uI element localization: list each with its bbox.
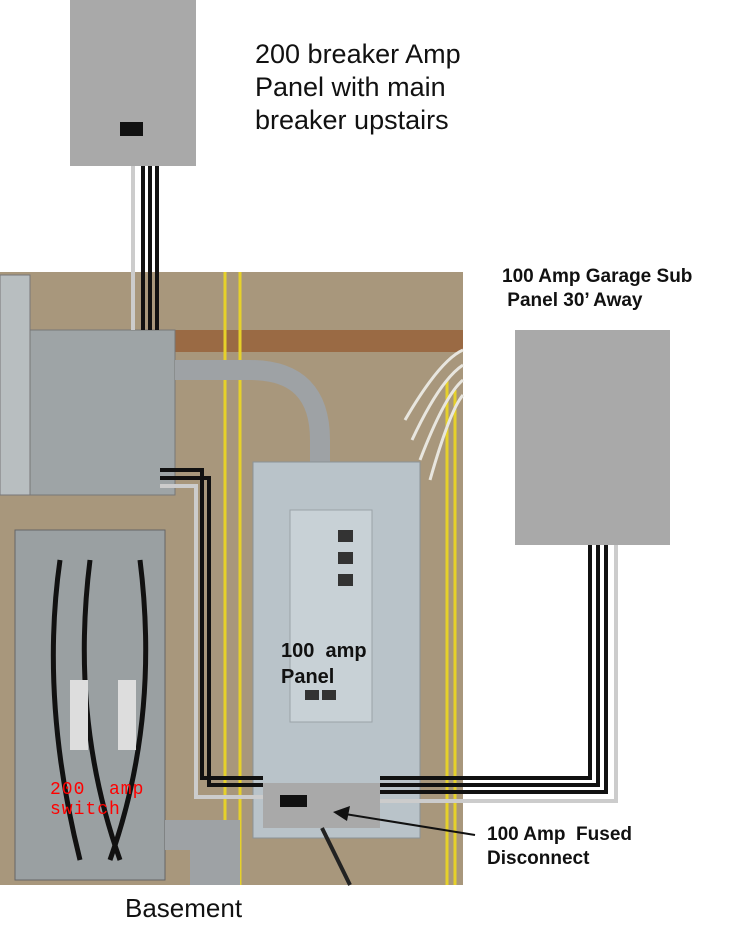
label-line: 200 amp (50, 780, 145, 800)
upstairs-panel-handle (120, 122, 143, 136)
feeder-wires-disconnect (160, 468, 263, 799)
label-line: 100 Amp Fused (487, 824, 633, 845)
label-line: Panel 30’ Away (502, 290, 643, 311)
label-line: 100 Amp Garage Sub (502, 266, 693, 287)
fuse-left (70, 680, 88, 750)
conduit (175, 360, 330, 465)
fuse-right (118, 680, 136, 750)
basement-label: Basement (125, 893, 243, 923)
feeder-wires-upstairs (131, 166, 159, 330)
disconnect-cable (320, 827, 352, 886)
panel-dead-front (289, 509, 373, 723)
label-line: 200 breaker Amp (255, 39, 461, 69)
arrow-icon (333, 806, 476, 836)
ceiling-joist (170, 330, 463, 352)
garage-panel-label: 100 Amp Garage Sub Panel 30’ Away (502, 265, 692, 313)
upstairs-panel (70, 0, 196, 166)
label-line: Disconnect (487, 848, 590, 869)
label-line: breaker upstairs (255, 105, 449, 135)
label-line: switch (50, 800, 121, 820)
switch-box (14, 529, 166, 881)
breakers (305, 530, 353, 700)
label-line: Panel (281, 666, 335, 688)
junction-box-door (0, 274, 31, 496)
label-line: 100 amp (281, 640, 367, 662)
garage-sub-panel (515, 330, 670, 545)
feeder-wires-garage (380, 545, 618, 803)
disconnect-handle (280, 795, 307, 807)
label-line: Panel with main (255, 72, 446, 102)
white-cables (403, 348, 465, 481)
elbow-fitting (165, 820, 240, 885)
